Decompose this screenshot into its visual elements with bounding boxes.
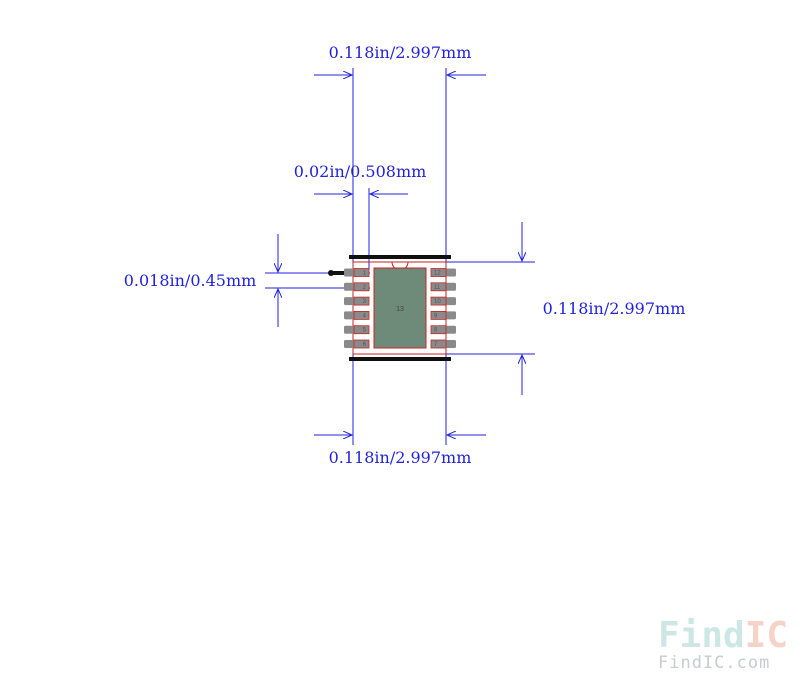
left-pads: 1 2 3 4 5 6 [344, 268, 370, 349]
pad-outline [353, 296, 370, 306]
svg-text:FindIC: FindIC [658, 615, 788, 656]
pad-outline [353, 268, 370, 277]
pad-shape [344, 297, 369, 306]
pad-shape [431, 340, 456, 348]
pad-shape [431, 297, 456, 306]
pad-outline [430, 268, 447, 277]
pad-outline [430, 325, 447, 335]
pad-outline [430, 282, 447, 292]
pad-shape [431, 325, 456, 334]
pad-left-4: 4 [344, 310, 370, 320]
pad-number: 8 [434, 328, 438, 334]
pad-right-1: 12 [430, 268, 456, 277]
pad-outline [430, 339, 447, 349]
height-label: 0.118in/2.997mm [543, 299, 686, 318]
watermark-logo-find: Find [658, 615, 745, 656]
pad-outline [353, 339, 370, 349]
pad-number: 10 [434, 299, 441, 305]
pad-shape [344, 311, 369, 320]
package-outline [352, 261, 447, 355]
pad-number: 11 [434, 285, 441, 291]
pad-number: 2 [363, 285, 367, 291]
pad-shape [344, 268, 369, 277]
pad-number: 4 [363, 313, 367, 319]
pad-number: 5 [363, 328, 367, 334]
pad-outline [430, 310, 447, 320]
top-width-label: 0.118in/2.997mm [329, 43, 472, 62]
pad-left-5: 5 [344, 325, 370, 335]
pad-width-label: 0.018in/0.45mm [124, 271, 257, 290]
height-dimension: 0.118in/2.997mm [446, 222, 685, 395]
pad-outline [430, 296, 447, 306]
bottom-width-label: 0.118in/2.997mm [329, 448, 472, 467]
pad-left-1: 1 [344, 268, 370, 277]
pad-left-2: 2 [344, 282, 370, 292]
pad-right-5: 8 [430, 325, 456, 335]
pad-left-6: 6 [344, 339, 370, 349]
silkscreen-top-bar [349, 255, 451, 259]
pad-right-2: 11 [430, 282, 456, 292]
pin1-marker-tail [331, 271, 349, 275]
silkscreen-bottom-bar [349, 357, 451, 361]
pad-right-4: 9 [430, 310, 456, 320]
pad-number: 12 [434, 271, 441, 277]
pad-left-3: 3 [344, 296, 370, 306]
watermark-url: FindIC.com [658, 653, 770, 673]
pitch-label: 0.02in/0.508mm [294, 162, 427, 181]
pad-shape [344, 325, 369, 334]
pad-outline [353, 325, 370, 335]
pad-number: 6 [363, 342, 367, 348]
pad-right-6: 7 [430, 339, 456, 349]
pad-number: 3 [363, 299, 367, 305]
pad-number: 9 [434, 313, 438, 319]
right-pads: 12 11 10 9 8 7 [430, 268, 456, 349]
pad-shape [344, 340, 369, 348]
pad-shape [431, 268, 456, 277]
pad-shape [431, 282, 456, 291]
pad-shape [431, 311, 456, 320]
pad-outline [353, 282, 370, 292]
pitch-dimension: 0.02in/0.508mm [294, 162, 427, 270]
pad-number: 7 [434, 342, 438, 348]
exposed-pad-label: 13 [396, 306, 404, 313]
pad-right-3: 10 [430, 296, 456, 306]
watermark-logo-ic: IC [745, 615, 788, 656]
findic-watermark: FindIC FindIC.com [658, 615, 788, 673]
pad-shape [344, 282, 369, 291]
pad-width-dimension: 0.018in/0.45mm [124, 234, 370, 327]
bottom-width-dimension: 0.118in/2.997mm [314, 355, 486, 467]
exposed-pad [373, 267, 427, 349]
pad-outline [353, 310, 370, 320]
pad-number: 1 [363, 271, 367, 277]
